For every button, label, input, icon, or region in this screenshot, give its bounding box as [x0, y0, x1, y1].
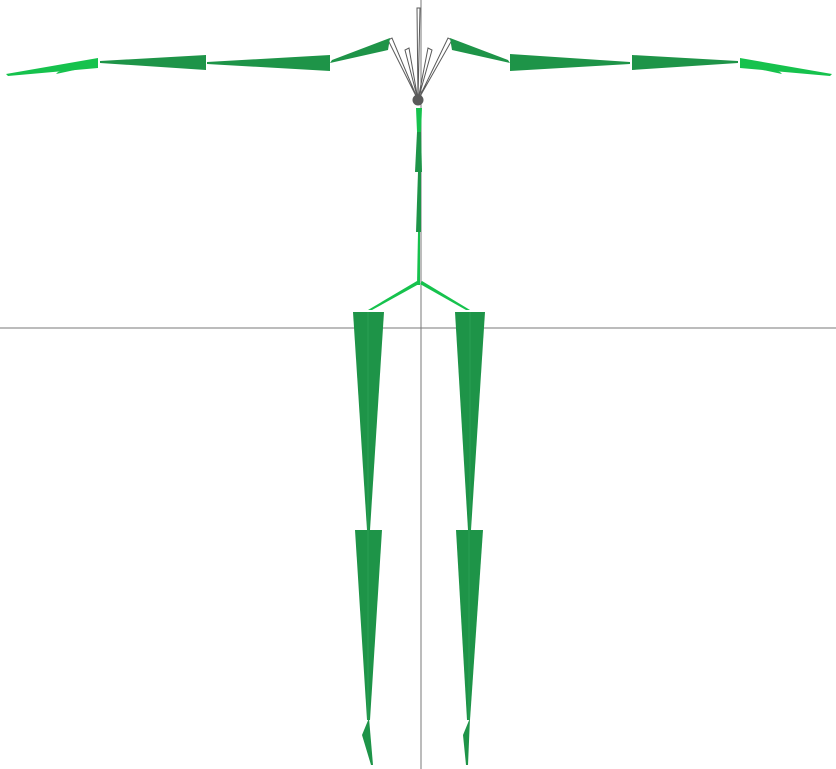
bone-left-finger[interactable]: [56, 64, 84, 74]
bone-spine-upper[interactable]: [415, 132, 422, 172]
bone-left-clavicle[interactable]: [330, 38, 390, 63]
bone-right-finger[interactable]: [754, 64, 782, 74]
spine[interactable]: [415, 108, 422, 285]
bone-left-hip[interactable]: [368, 281, 419, 310]
bone-left-forearm[interactable]: [100, 55, 206, 70]
bone-neck[interactable]: [416, 108, 422, 132]
bone-right-clavicle[interactable]: [450, 38, 510, 63]
hips[interactable]: [368, 281, 470, 310]
bone-right-forearm[interactable]: [632, 55, 738, 70]
bone-left-upper-arm[interactable]: [207, 55, 330, 71]
bone-right-upper-arm[interactable]: [510, 54, 630, 71]
bone-spine-mid[interactable]: [416, 172, 421, 232]
bone-spine-lower[interactable]: [417, 232, 420, 285]
bone-left-foot[interactable]: [362, 718, 373, 765]
head-rig[interactable]: [387, 7, 453, 106]
left-arm[interactable]: [6, 38, 390, 76]
bone-left-hand[interactable]: [6, 58, 98, 76]
left-leg[interactable]: [353, 312, 384, 765]
right-arm[interactable]: [450, 38, 832, 76]
bone-right-hip[interactable]: [420, 281, 470, 310]
bone-right-foot[interactable]: [463, 718, 470, 765]
right-leg[interactable]: [455, 312, 485, 765]
bone-right-hand[interactable]: [740, 58, 832, 76]
